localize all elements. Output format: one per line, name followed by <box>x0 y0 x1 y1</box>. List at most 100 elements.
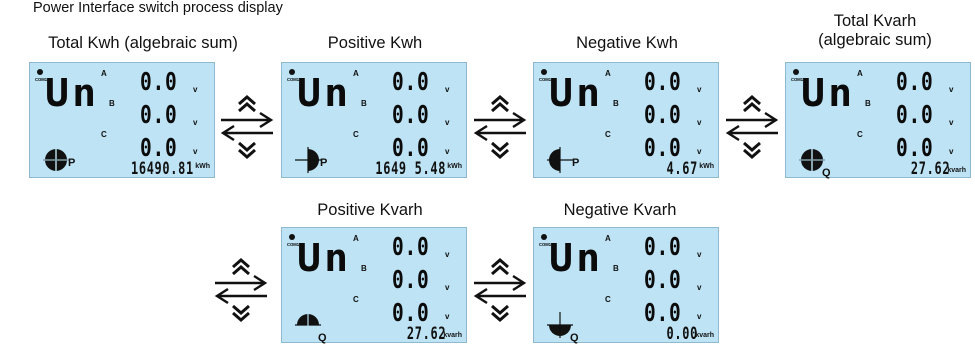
status-text: Un <box>45 71 100 115</box>
voltage-b-value: 0.0 <box>644 265 682 294</box>
com-label: COM1 <box>791 77 804 82</box>
voltage-b-value: 0.0 <box>896 100 934 129</box>
arrow-left-icon <box>473 124 526 142</box>
voltage-a-unit: v <box>445 250 450 259</box>
label-total-kvarh: Total Kvarh (algebraic sum) <box>818 12 932 49</box>
chevron-up-icon <box>491 95 509 113</box>
energy-value: 16490.81 <box>131 159 194 179</box>
phase-c-label: C <box>605 130 611 139</box>
voltage-c-value: 0.0 <box>896 133 934 162</box>
positive-active-quadrant-icon <box>295 147 321 173</box>
negative-reactive-quadrant-icon <box>547 312 573 338</box>
energy-unit: kWh <box>447 163 462 170</box>
lcd-panel-positive-kwh: COM1 Un A B C 0.0 v 0.0 v 0.0 v P 1649 5… <box>281 62 467 179</box>
energy-unit: kWh <box>699 163 714 170</box>
lcd-panel-negative-kvarh: COM1 Un A B C 0.0 v 0.0 v 0.0 v Q 0.00 k… <box>533 227 719 344</box>
com-label: COM1 <box>287 242 300 247</box>
voltage-a-unit: v <box>697 250 702 259</box>
diagram-title: Power Interface switch process display <box>33 0 283 16</box>
switch-arrows-5 <box>473 258 527 338</box>
voltage-a-unit: v <box>697 85 702 94</box>
voltage-c-unit: v <box>949 147 954 156</box>
phase-a-label: A <box>101 69 107 78</box>
status-text: Un <box>801 71 856 115</box>
energy-value: 0.00 <box>666 324 698 344</box>
arrow-right-icon <box>474 111 527 129</box>
lcd-panel-total-kwh: COM1 Un A B C 0.0 v 0.0 v 0.0 v P 16490.… <box>29 62 215 179</box>
voltage-b-value: 0.0 <box>392 100 430 129</box>
voltage-a-value: 0.0 <box>896 67 934 96</box>
phase-b-label: B <box>865 99 871 108</box>
voltage-c-unit: v <box>193 147 198 156</box>
phase-c-label: C <box>101 130 107 139</box>
chevron-down-icon <box>743 141 761 159</box>
com-label: COM1 <box>287 77 300 82</box>
voltage-b-value: 0.0 <box>140 100 178 129</box>
energy-value: 4.67 <box>666 159 698 179</box>
chevron-down-icon <box>491 141 509 159</box>
positive-reactive-quadrant-icon <box>295 312 321 338</box>
arrow-right-icon <box>726 111 779 129</box>
com-icon: COM1 <box>791 69 804 82</box>
chevron-down-icon <box>232 304 250 322</box>
phase-c-label: C <box>857 130 863 139</box>
arrow-right-icon <box>221 111 274 129</box>
four-quadrant-filled-icon <box>43 147 69 173</box>
phase-a-label: A <box>605 234 611 243</box>
chevron-up-icon <box>743 95 761 113</box>
label-total-kwh: Total Kwh (algebraic sum) <box>48 34 238 52</box>
arrow-right-icon <box>474 274 527 292</box>
lcd-panel-negative-kwh: COM1 Un A B C 0.0 v 0.0 v 0.0 v P 4.67 k… <box>533 62 719 179</box>
negative-active-quadrant-icon <box>547 147 573 173</box>
voltage-c-value: 0.0 <box>140 133 178 162</box>
label-positive-kwh: Positive Kwh <box>327 34 423 52</box>
voltage-c-value: 0.0 <box>644 133 682 162</box>
voltage-a-value: 0.0 <box>644 232 682 261</box>
arrow-left-icon <box>473 287 526 305</box>
voltage-b-unit: v <box>697 118 702 127</box>
voltage-c-value: 0.0 <box>644 298 682 327</box>
phase-c-label: C <box>605 295 611 304</box>
voltage-a-value: 0.0 <box>140 67 178 96</box>
quadrant-symbol: Q <box>318 332 327 344</box>
phase-a-label: A <box>605 69 611 78</box>
voltage-a-unit: v <box>949 85 954 94</box>
quadrant-symbol: P <box>572 157 580 169</box>
com-icon: COM1 <box>287 69 300 82</box>
voltage-c-value: 0.0 <box>392 298 430 327</box>
voltage-c-value: 0.0 <box>392 133 430 162</box>
chevron-down-icon <box>491 304 509 322</box>
voltage-a-value: 0.0 <box>392 232 430 261</box>
phase-b-label: B <box>109 99 115 108</box>
phase-c-label: C <box>353 130 359 139</box>
status-text: Un <box>549 236 604 280</box>
voltage-b-value: 0.0 <box>644 100 682 129</box>
switch-arrows-1 <box>220 95 274 175</box>
switch-arrows-3 <box>725 95 779 175</box>
voltage-b-unit: v <box>193 118 198 127</box>
voltage-b-value: 0.0 <box>392 265 430 294</box>
arrow-right-icon <box>215 274 268 292</box>
voltage-b-unit: v <box>445 118 450 127</box>
arrow-left-icon <box>725 124 778 142</box>
voltage-a-value: 0.0 <box>392 67 430 96</box>
status-text: Un <box>549 71 604 115</box>
phase-a-label: A <box>857 69 863 78</box>
voltage-c-unit: v <box>445 147 450 156</box>
voltage-a-unit: v <box>193 85 198 94</box>
phase-b-label: B <box>613 264 619 273</box>
status-text: Un <box>297 71 352 115</box>
voltage-c-unit: v <box>697 312 702 321</box>
energy-value: 27.62 <box>910 159 950 179</box>
com-icon: COM1 <box>35 69 48 82</box>
energy-unit: kvarh <box>443 332 462 339</box>
voltage-c-unit: v <box>445 312 450 321</box>
phase-a-label: A <box>353 234 359 243</box>
energy-value: 27.62 <box>406 324 446 344</box>
arrow-left-icon <box>214 287 267 305</box>
voltage-a-value: 0.0 <box>644 67 682 96</box>
energy-value: 1649 5.48 <box>375 159 446 179</box>
four-quadrant-filled-icon <box>799 147 825 173</box>
chevron-up-icon <box>491 258 509 276</box>
quadrant-symbol: Q <box>570 332 579 344</box>
